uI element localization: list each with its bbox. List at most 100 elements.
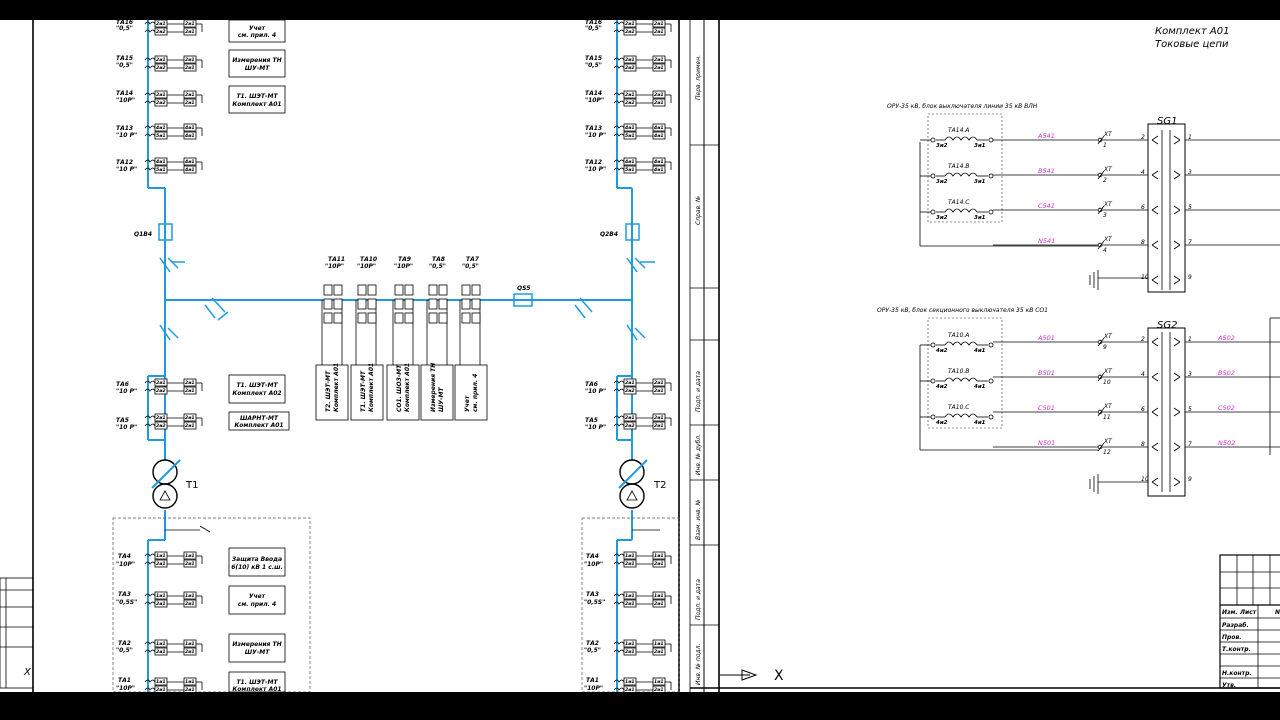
ct-left-terminal: 4и2 <box>936 384 948 390</box>
winding-label: 1и1 <box>625 593 635 599</box>
vbox-2b: Комплект А01 <box>368 363 375 412</box>
terminal-box <box>623 131 637 140</box>
terminal-box <box>652 413 666 422</box>
winding-label: 2и1 <box>185 92 195 98</box>
ct-ta16-class: "0,5" <box>116 25 133 32</box>
xt-number: 11 <box>1103 414 1111 421</box>
ct-r-ta14-class: "10P" <box>585 97 604 104</box>
ct-ta5: ТА5 <box>116 417 129 424</box>
winding-label: 2и1 <box>654 415 664 421</box>
ct-coil <box>944 136 978 141</box>
winding-label: 2и2 <box>156 65 166 71</box>
terminal-box <box>623 55 637 64</box>
ct-name: ТА10.А <box>948 332 969 339</box>
terminal-box <box>461 312 471 324</box>
ct-winding-symbol <box>144 687 156 691</box>
ct-ta3-class: "0,5S" <box>116 599 137 606</box>
winding-label: 2и1 <box>156 380 166 386</box>
ct-terminal <box>930 209 936 215</box>
terminal-box <box>154 63 168 72</box>
winding-label: 1и1 <box>654 641 664 647</box>
xt-slash <box>1097 372 1105 382</box>
label-t2: T2 <box>653 480 666 491</box>
terminal-box <box>652 421 666 430</box>
terminal-box <box>367 284 377 296</box>
winding-label: 2и1 <box>156 601 166 607</box>
tb-utv: Утв. <box>1222 682 1236 689</box>
ct-left-terminal: 3и2 <box>936 179 948 185</box>
terminal-box <box>154 551 168 560</box>
circuit2-header: ОРУ-35 кВ, блок секционного выключателя … <box>877 307 1048 314</box>
winding-label: 4и1 <box>185 159 195 165</box>
winding-label: 2и1 <box>185 415 195 421</box>
xt-label: XT <box>1103 438 1113 445</box>
ct-ta8-class: "0,5" <box>429 263 446 270</box>
ct-mid-group: ТА11 "10P" ТА10 "10P" ТА9 "10P" ТА8 "0,5… <box>315 256 488 421</box>
terminal-box <box>652 165 666 174</box>
terminal-box <box>404 312 414 324</box>
terminal-box <box>183 421 197 430</box>
winding-label: 2и1 <box>185 649 195 655</box>
ct-winding-symbol <box>144 641 156 645</box>
svg-text:X: X <box>774 668 784 684</box>
terminal-box <box>652 55 666 64</box>
ct-left-terminal: 4и2 <box>936 420 948 426</box>
terminal-box <box>154 413 168 422</box>
ct-terminal <box>988 414 994 420</box>
ct-r-ta5-class: "10 P" <box>585 424 606 431</box>
ct-terminal <box>930 378 936 384</box>
ct-ta4: ТА4 <box>118 553 131 560</box>
terminal-box <box>438 312 448 324</box>
xt-number: 3 <box>1103 212 1107 219</box>
winding-label: 2и2 <box>156 388 166 394</box>
terminal-box <box>623 123 637 132</box>
ct-winding-symbol <box>144 601 156 605</box>
assembly-sg1: SG1 <box>1157 116 1177 127</box>
vbox-2: Т1. ШЭТ-МТ <box>360 370 367 412</box>
winding-label: 2и1 <box>185 561 195 567</box>
terminal-box <box>623 647 637 656</box>
ct-winding-symbol <box>144 92 156 96</box>
ct-winding-symbol <box>144 133 156 137</box>
terminal-box <box>438 298 448 310</box>
winding-label: 4и1 <box>625 159 635 165</box>
label-t1: T1 <box>185 480 198 491</box>
terminal-box <box>652 63 666 72</box>
terminal-box <box>367 298 377 310</box>
ct-ta3: ТА3 <box>118 591 131 598</box>
xt-label: XT <box>1103 368 1113 375</box>
terminal-box <box>183 677 197 686</box>
ct-coil <box>944 413 978 418</box>
winding-label: 2и1 <box>625 380 635 386</box>
winding-label: 2и1 <box>625 57 635 63</box>
box-t1-bot-2: Комплект А01 <box>232 686 281 693</box>
ct-ta14-class: "10P" <box>116 97 135 104</box>
ct-r-ta16: ТА16 <box>585 19 602 26</box>
terminal-box <box>154 165 168 174</box>
terminal-box <box>183 551 197 560</box>
assembly-pin-left: 6 <box>1141 406 1145 413</box>
ct-ta4-class: "10P" <box>116 561 135 568</box>
terminal-box <box>333 298 343 310</box>
terminal-box <box>471 298 481 310</box>
winding-label: 2и1 <box>625 687 635 693</box>
ct-right-terminal: 4и1 <box>974 420 986 426</box>
winding-label: 1и1 <box>654 593 664 599</box>
xt-label: XT <box>1103 403 1113 410</box>
vbox-5: Учет <box>464 395 471 412</box>
terminal-box <box>154 386 168 395</box>
terminal-box <box>183 55 197 64</box>
winding-label: 1и1 <box>185 553 195 559</box>
ct-winding-symbol <box>144 100 156 104</box>
ct-r-ta12: ТА12 <box>585 159 602 166</box>
assembly-pin-left: 4 <box>1141 371 1145 378</box>
